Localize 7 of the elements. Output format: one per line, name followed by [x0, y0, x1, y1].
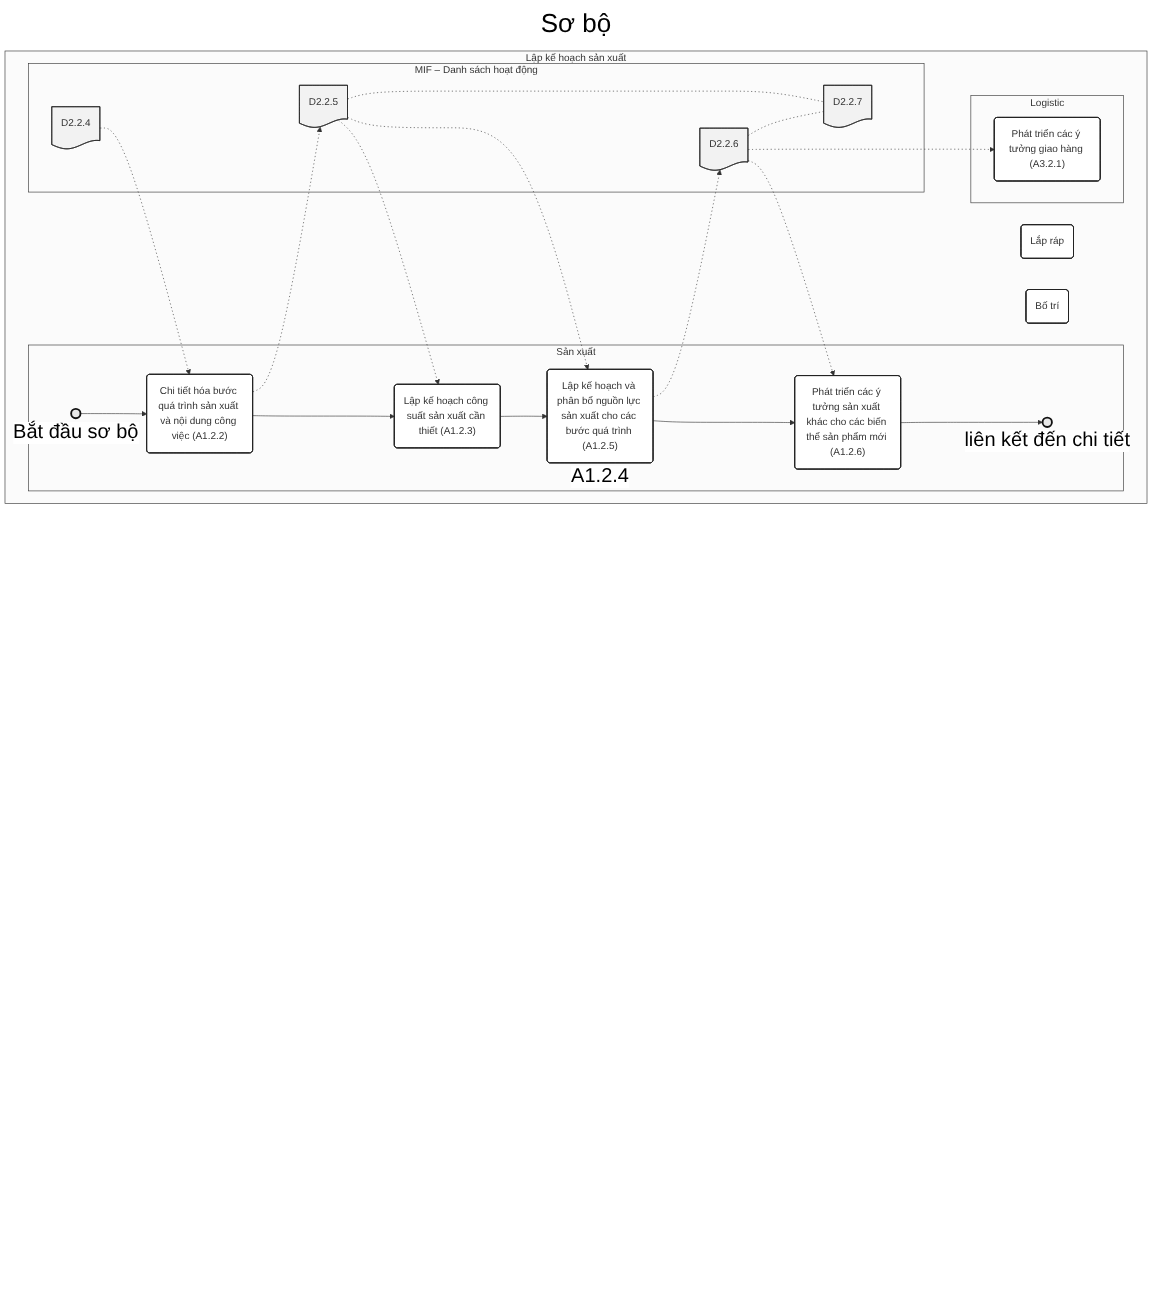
node-caption: A1.2.4: [571, 466, 629, 489]
node-circle: [70, 408, 82, 420]
connector: [747, 111, 825, 136]
node-caption: Bắt đầu sơ bộ: [13, 422, 139, 445]
node-circle: [1041, 416, 1053, 428]
node-caption: liên kết đến chi tiết: [964, 430, 1131, 453]
phase-label: Sơ bộ: [540, 8, 612, 38]
